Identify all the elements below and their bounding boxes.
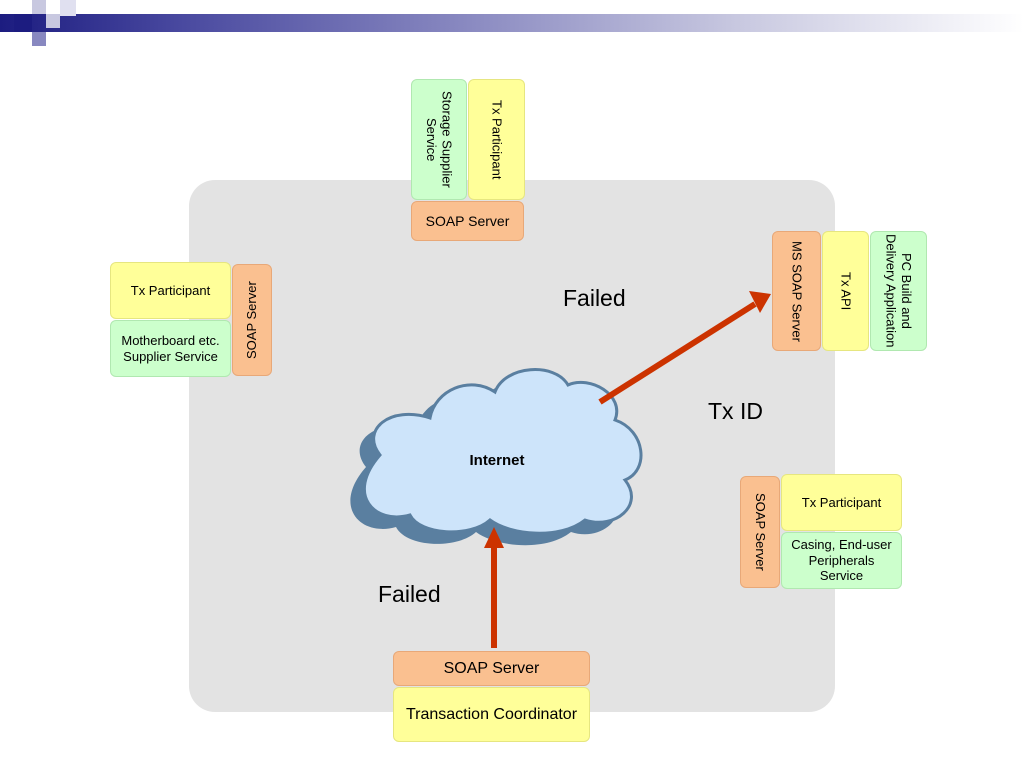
pc-build-label: PC Build and Delivery Application — [883, 234, 915, 348]
arrowhead-right — [749, 291, 771, 313]
transaction-coordinator-label: Transaction Coordinator — [405, 705, 578, 723]
soap-server-label: SOAP Server — [752, 493, 768, 571]
storage-supplier-service-box: Storage Supplier Service — [411, 79, 467, 200]
arrow-internet-to-pc-build — [598, 301, 757, 405]
failed-label-bottom: Failed — [378, 581, 441, 607]
transaction-coordinator-box: Transaction Coordinator — [393, 687, 590, 742]
deco-square — [60, 0, 76, 16]
tx-participant-label: Tx Participant — [801, 494, 882, 510]
tx-api-label: Tx API — [838, 271, 854, 311]
tx-participant-label: Tx Participant — [130, 282, 211, 298]
casing-service-label: Casing, End-user Peripherals Service — [791, 537, 892, 584]
header-gradient-bar — [0, 14, 1024, 32]
motherboard-supplier-service-box: Motherboard etc. Supplier Service — [110, 320, 231, 377]
soap-server-label: SOAP Server — [244, 281, 260, 359]
storage-supplier-label: Storage Supplier Service — [424, 91, 455, 188]
soap-server-label: SOAP Server — [425, 212, 510, 229]
motherboard-supplier-label: Motherboard etc. Supplier Service — [121, 332, 220, 364]
ms-soap-server-label: MS SOAP Server — [789, 240, 805, 342]
casing-peripherals-service-box: Casing, End-user Peripherals Service — [781, 532, 902, 589]
soap-server-label: SOAP Server — [443, 659, 540, 677]
arrowhead-up — [484, 527, 504, 548]
tx-participant-box-left: Tx Participant — [110, 262, 231, 319]
tx-participant-box-casing: Tx Participant — [781, 474, 902, 531]
tx-api-box: Tx API — [822, 231, 869, 351]
internet-label: Internet — [469, 452, 525, 469]
soap-server-box-casing: SOAP Server — [740, 476, 780, 588]
failed-label-top: Failed — [563, 285, 626, 311]
deco-square — [32, 32, 46, 46]
soap-server-box-left: SOAP Server — [232, 264, 272, 376]
soap-server-box-top: SOAP Server — [411, 201, 524, 241]
tx-participant-label: Tx Participant — [489, 99, 505, 180]
tx-participant-box-top: Tx Participant — [468, 79, 525, 200]
cloud-shape — [362, 368, 643, 535]
deco-square — [46, 14, 60, 28]
soap-server-box-coordinator: SOAP Server — [393, 651, 590, 686]
tx-id-label: Tx ID — [708, 398, 763, 424]
pc-build-delivery-app-box: PC Build and Delivery Application — [870, 231, 927, 351]
deco-square — [32, 0, 46, 14]
deco-square — [14, 14, 32, 32]
ms-soap-server-box: MS SOAP Server — [772, 231, 821, 351]
